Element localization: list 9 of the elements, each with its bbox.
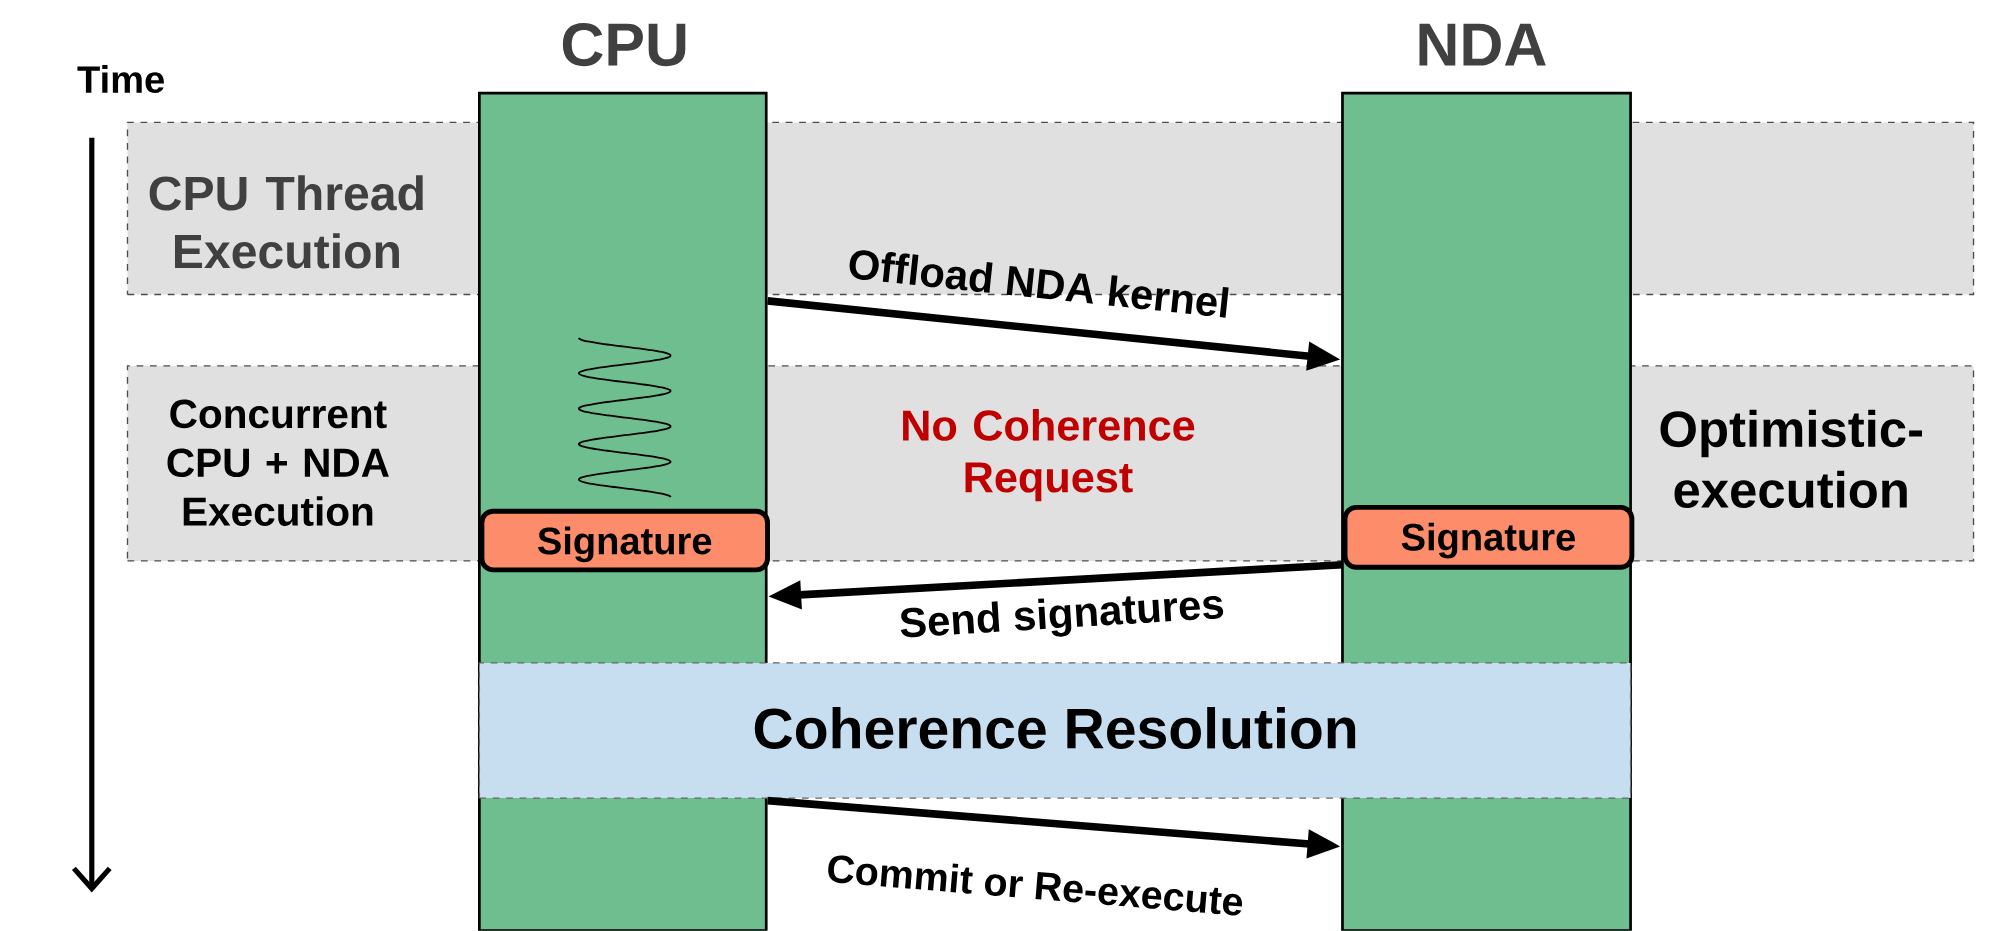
time-label: Time [77,65,164,94]
edge-label: Send signatures [900,596,1224,638]
edge-label: Offload NDA kernel [849,250,1229,318]
edge-label: Commit or Re-execute [828,855,1243,916]
resolution-band: Coherence Resolution [478,662,1632,799]
signature-box: Signature [479,508,770,573]
signature-box: Signature [1342,505,1635,570]
column-heading: CPU [562,23,686,67]
column-heading: NDA [1419,23,1546,66]
